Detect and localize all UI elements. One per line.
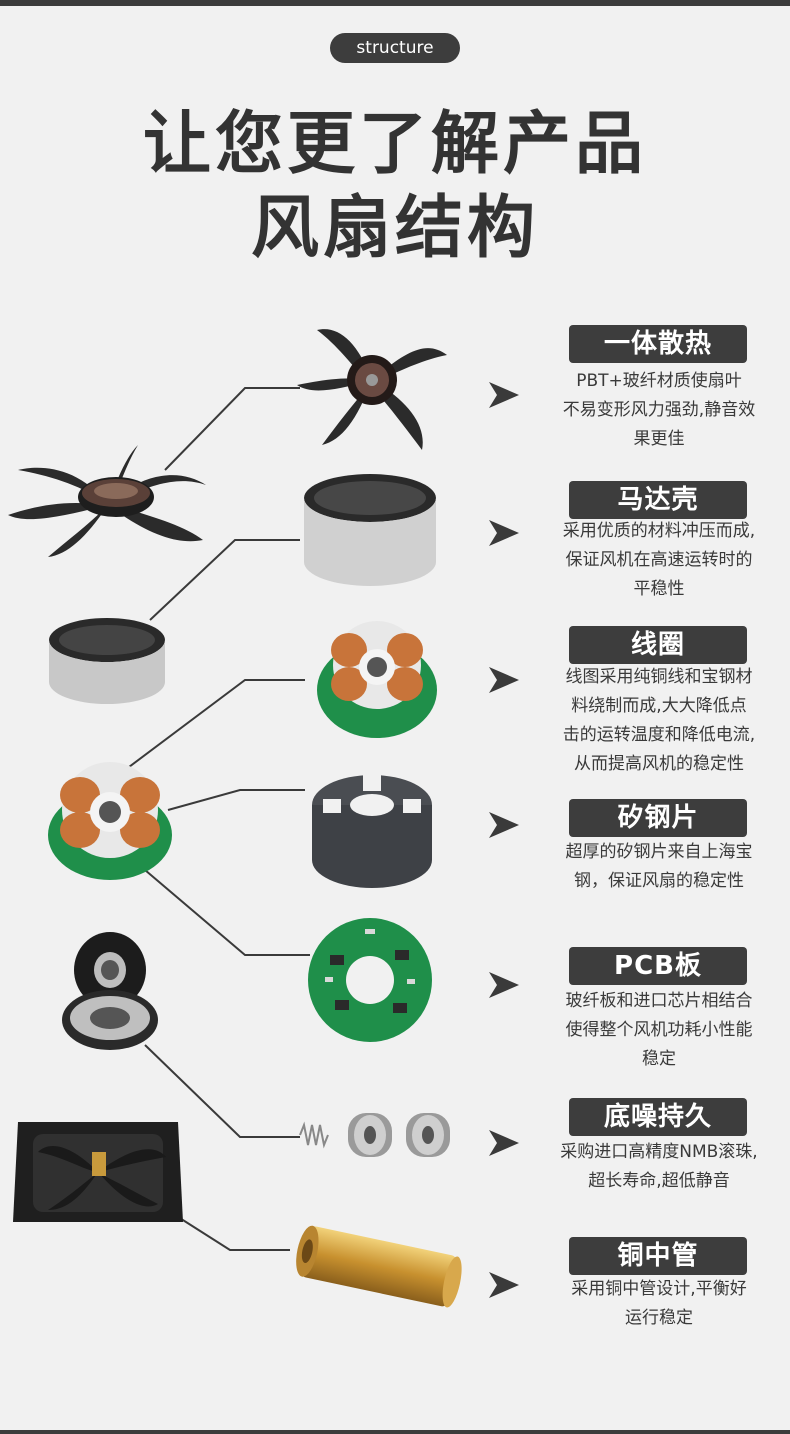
feature-description: 超厚的矽钢片来自上海宝 钢，保证风扇的稳定性 <box>544 838 774 896</box>
arrow-icon <box>487 378 521 412</box>
whole-fan-left-image <box>8 1112 188 1237</box>
feature-description-line: 超长寿命,超低静音 <box>588 1171 730 1191</box>
copper-tube-image <box>292 1215 462 1315</box>
arrow-icon <box>487 968 521 1002</box>
arrow-icon <box>487 808 521 842</box>
copper-coil-image <box>315 610 440 740</box>
feature-description-line: 超厚的矽钢片来自上海宝 <box>565 842 753 862</box>
feature-description-line: 料绕制而成,大大降低点 <box>571 696 747 716</box>
feature-title: 线圈 <box>569 626 747 664</box>
feature-description-line: 采用优质的材料冲压而成, <box>562 521 756 541</box>
structure-pill: structure <box>330 33 460 63</box>
page-title-line2: 风扇结构 <box>250 189 539 268</box>
feature-title: 矽钢片 <box>569 799 747 837</box>
feature-description-line: 从而提高风机的稳定性 <box>574 754 744 774</box>
feature-description-line: 使得整个风机功耗小性能 <box>565 1020 753 1040</box>
pcb-board-image <box>305 915 435 1045</box>
feature-description: PBT+玻纤材质使扇叶 不易变形风力强劲,静音效 果更佳 <box>544 367 774 454</box>
feature-description-line: 线图采用纯铜线和宝钢材 <box>565 667 753 687</box>
top-bar <box>0 0 790 6</box>
feature-description: 采购进口高精度NMB滚珠, 超长寿命,超低静音 <box>544 1138 774 1196</box>
bottom-bar <box>0 1430 790 1434</box>
fan-impeller-image <box>297 310 447 460</box>
page-title-line1: 让您更了解产品 <box>142 105 647 184</box>
feature-title: PCB板 <box>569 947 747 985</box>
feature-description-line: 不易变形风力强劲,静音效 <box>562 400 756 420</box>
bearings-left-image <box>60 930 170 1055</box>
feature-description-line: 运行稳定 <box>625 1308 693 1328</box>
feature-description-line: 平稳性 <box>633 579 685 599</box>
feature-description: 采用铜中管设计,平衡好 运行稳定 <box>544 1275 774 1333</box>
arrow-icon <box>487 1126 521 1160</box>
arrow-icon <box>487 663 521 697</box>
feature-description: 线图采用纯铜线和宝钢材 料绕制而成,大大降低点 击的运转温度和降低电流, 从而提… <box>544 663 774 779</box>
feature-description: 采用优质的材料冲压而成, 保证风机在高速运转时的 平稳性 <box>544 517 774 604</box>
feature-description-line: 玻纤板和进口芯片相结合 <box>565 991 753 1011</box>
feature-title: 铜中管 <box>569 1237 747 1275</box>
feature-description-line: 采用铜中管设计,平衡好 <box>571 1279 747 1299</box>
motor-shell-image <box>300 470 440 590</box>
silicon-steel-image <box>305 765 440 895</box>
feature-description-line: 保证风机在高速运转时的 <box>565 550 753 570</box>
motor-shell-left-image <box>45 610 170 710</box>
feature-description-line: PBT+玻纤材质使扇叶 <box>576 371 742 391</box>
ball-bearings-image <box>298 1105 458 1165</box>
fan-impeller-left-image <box>8 445 208 565</box>
arrow-icon <box>487 516 521 550</box>
arrow-icon <box>487 1268 521 1302</box>
feature-description-line: 果更佳 <box>633 429 685 449</box>
feature-description-line: 稳定 <box>642 1049 676 1069</box>
feature-title: 一体散热 <box>569 325 747 363</box>
feature-description-line: 钢，保证风扇的稳定性 <box>574 871 744 891</box>
feature-title: 底噪持久 <box>569 1098 747 1136</box>
feature-description: 玻纤板和进口芯片相结合 使得整个风机功耗小性能 稳定 <box>544 987 774 1074</box>
feature-description-line: 击的运转温度和降低电流, <box>562 725 756 745</box>
coil-pcb-left-image <box>45 755 175 885</box>
feature-title: 马达壳 <box>569 481 747 519</box>
feature-description-line: 采购进口高精度NMB滚珠, <box>560 1142 758 1162</box>
